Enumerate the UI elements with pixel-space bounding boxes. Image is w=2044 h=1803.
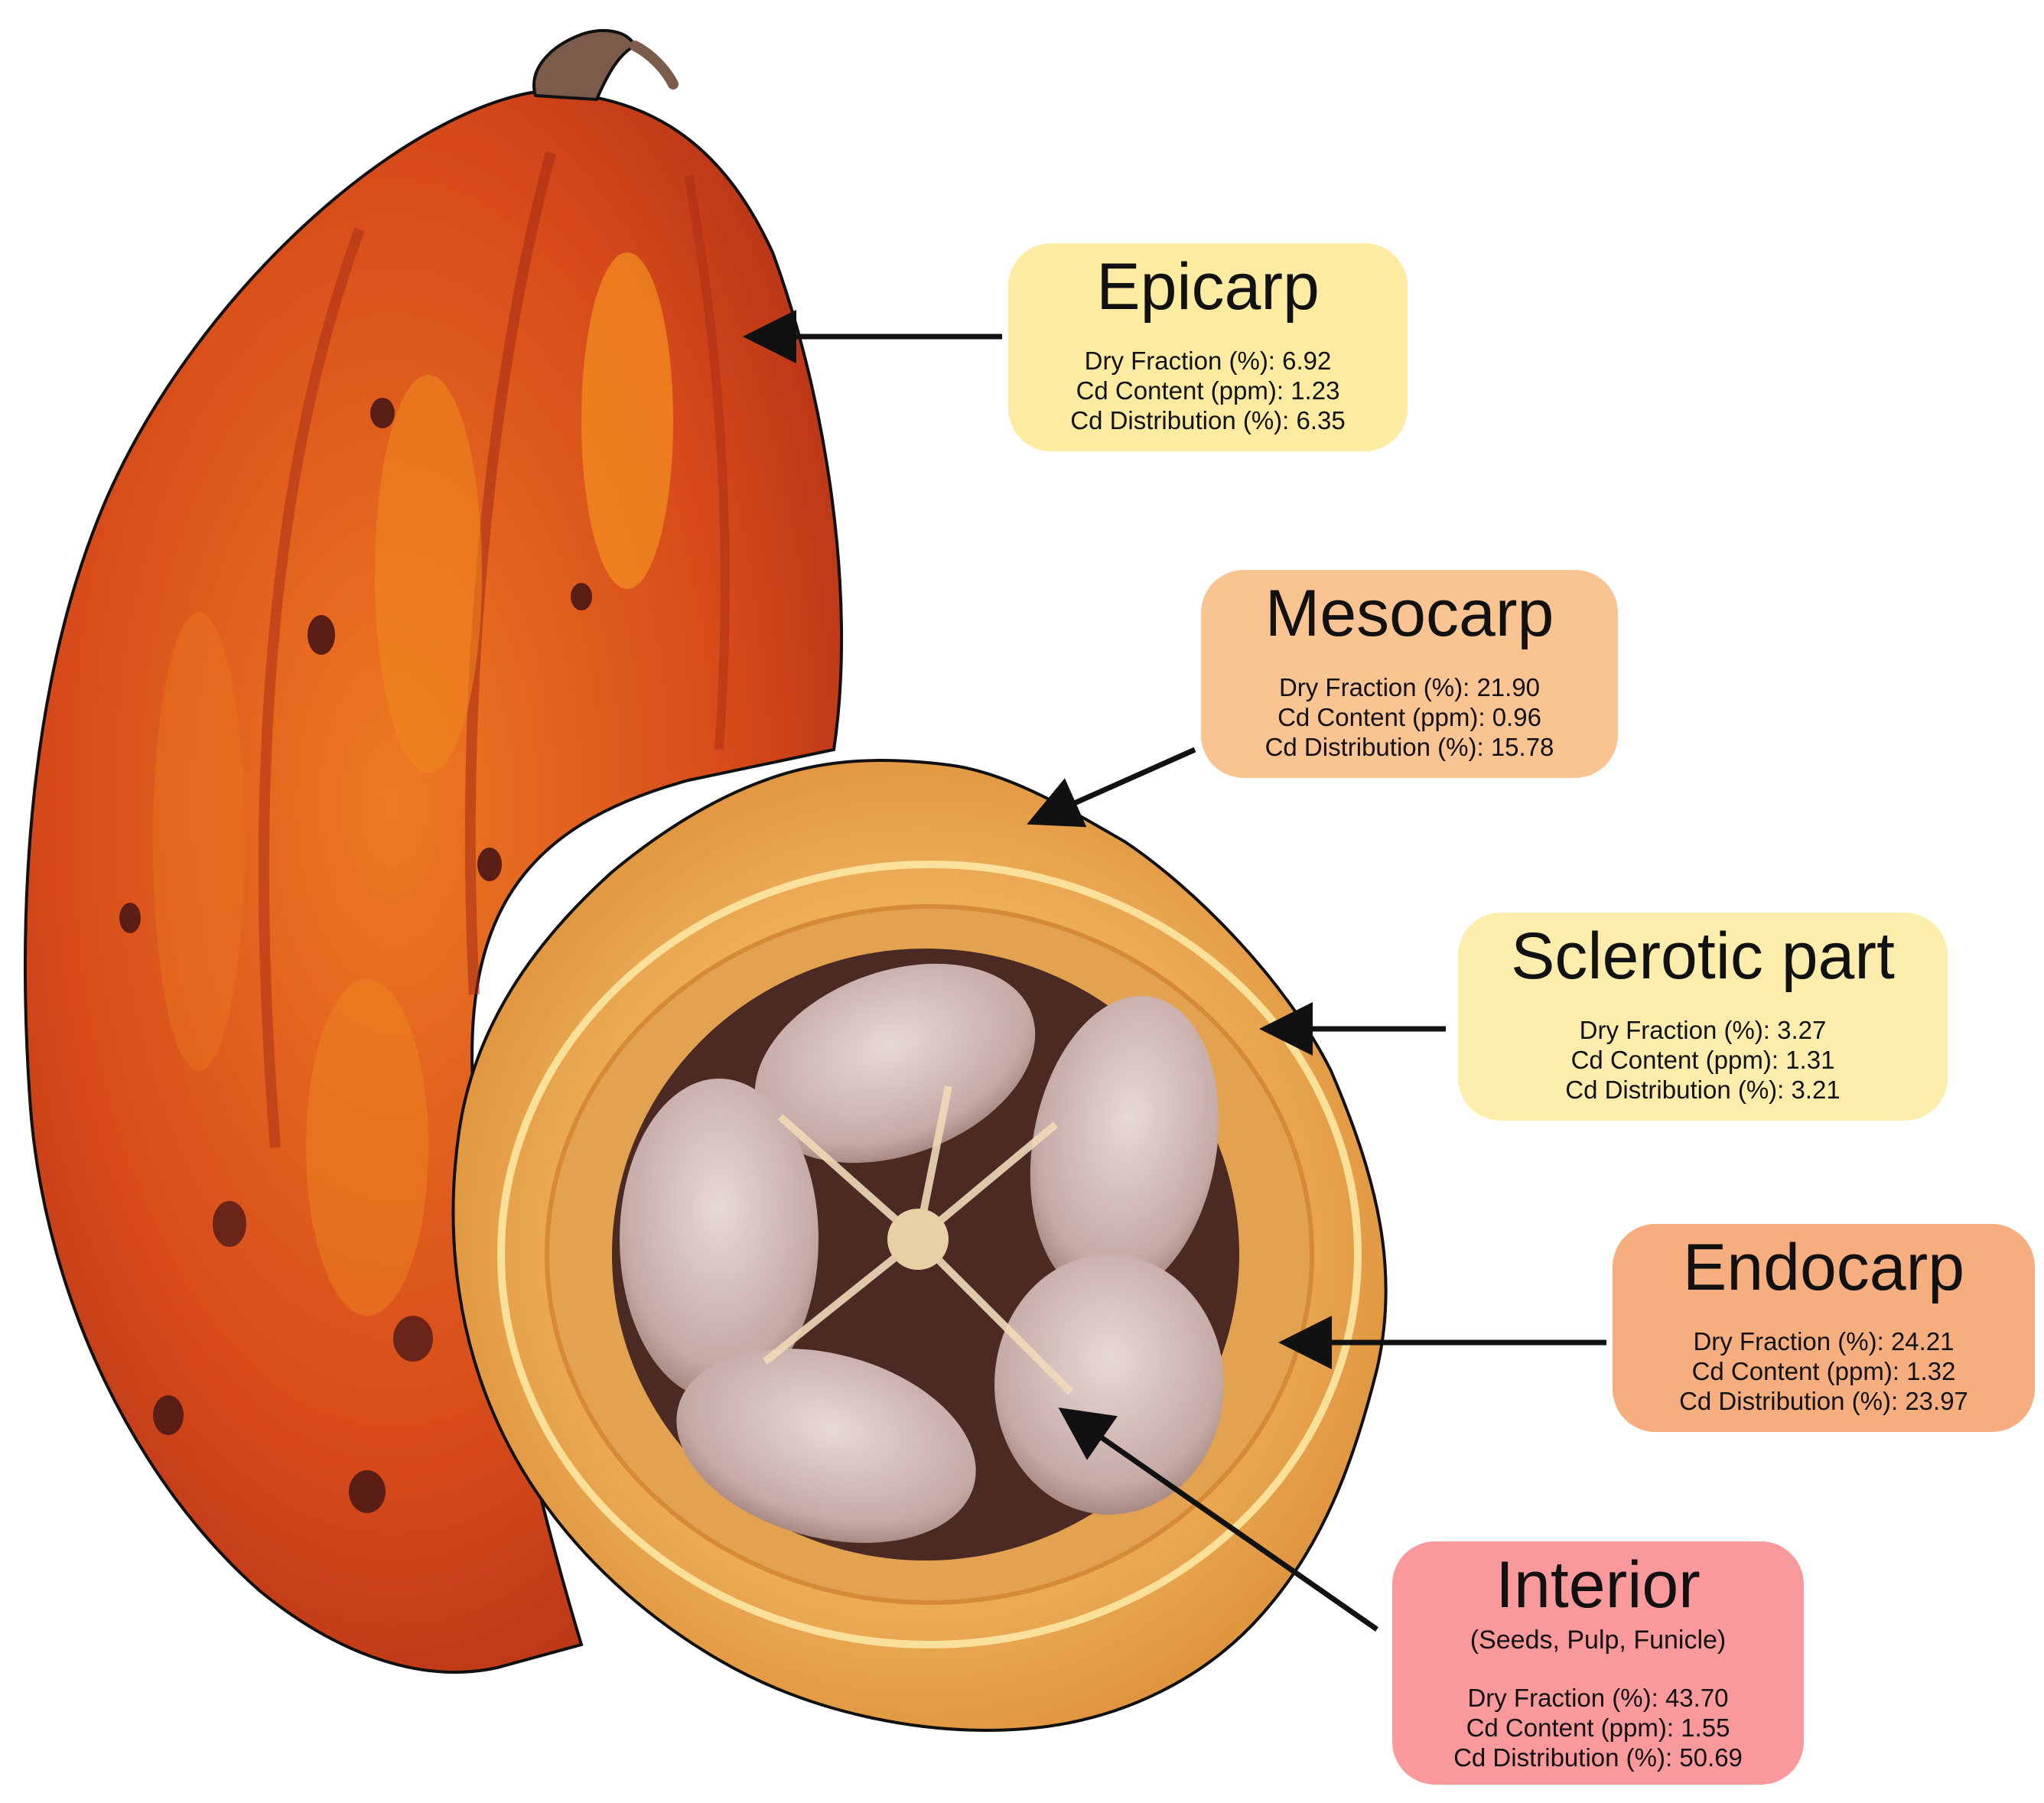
interior-stats: Dry Fraction (%): 43.70 Cd Content (ppm)…: [1392, 1683, 1804, 1772]
sclerotic-dry-fraction: Dry Fraction (%): 3.27: [1579, 1016, 1827, 1044]
sclerotic-stats: Dry Fraction (%): 3.27 Cd Content (ppm):…: [1458, 1015, 1948, 1105]
mesocarp-stats: Dry Fraction (%): 21.90 Cd Content (ppm)…: [1201, 672, 1618, 762]
sclerotic-title: Sclerotic part: [1511, 919, 1895, 993]
interior-subtitle: (Seeds, Pulp, Funicle): [1470, 1626, 1727, 1655]
epicarp-cd-distribution: Cd Distribution (%): 6.35: [1070, 406, 1346, 434]
interior-cd-content: Cd Content (ppm): 1.55: [1466, 1714, 1730, 1743]
endocarp-label-box: Endocarp Dry Fraction (%): 24.21 Cd Cont…: [1613, 1224, 2035, 1432]
endocarp-stats: Dry Fraction (%): 24.21 Cd Content (ppm)…: [1613, 1326, 2035, 1416]
sclerotic-cd-content: Cd Content (ppm): 1.31: [1570, 1046, 1835, 1074]
whole-cacao-pod: [24, 29, 844, 1674]
mesocarp-title: Mesocarp: [1264, 577, 1554, 650]
interior-title: Interior: [1496, 1548, 1701, 1622]
sclerotic-label-box: Sclerotic part Dry Fraction (%): 3.27 Cd…: [1458, 913, 1948, 1121]
endocarp-dry-fraction: Dry Fraction (%): 24.21: [1693, 1327, 1954, 1356]
mesocarp-dry-fraction: Dry Fraction (%): 21.90: [1278, 673, 1541, 701]
mesocarp-label-box: Mesocarp Dry Fraction (%): 21.90 Cd Cont…: [1201, 570, 1618, 778]
sclerotic-cd-distribution: Cd Distribution (%): 3.21: [1565, 1076, 1841, 1104]
epicarp-stats: Dry Fraction (%): 6.92 Cd Content (ppm):…: [1008, 346, 1408, 435]
mesocarp-cd-content: Cd Content (ppm): 0.96: [1278, 703, 1541, 731]
interior-label-box: Interior (Seeds, Pulp, Funicle) Dry Frac…: [1392, 1541, 1804, 1785]
cut-cacao-pod: [451, 759, 1388, 1732]
endocarp-cd-content: Cd Content (ppm): 1.32: [1691, 1357, 1956, 1385]
epicarp-label-box: Epicarp Dry Fraction (%): 6.92 Cd Conten…: [1008, 243, 1408, 451]
endocarp-title: Endocarp: [1682, 1231, 1965, 1304]
interior-cd-distribution: Cd Distribution (%): 50.69: [1453, 1743, 1743, 1772]
interior-arrow: [1058, 1408, 1378, 1632]
mesocarp-cd-distribution: Cd Distribution (%): 15.78: [1264, 733, 1554, 761]
endocarp-cd-distribution: Cd Distribution (%): 23.97: [1679, 1387, 1968, 1415]
epicarp-dry-fraction: Dry Fraction (%): 6.92: [1084, 347, 1332, 375]
interior-dry-fraction: Dry Fraction (%): 43.70: [1467, 1684, 1729, 1713]
epicarp-cd-content: Cd Content (ppm): 1.23: [1076, 376, 1340, 405]
mesocarp-arrow: [1027, 747, 1196, 828]
callout-arrows: [743, 310, 1606, 1632]
epicarp-title: Epicarp: [1096, 250, 1320, 324]
